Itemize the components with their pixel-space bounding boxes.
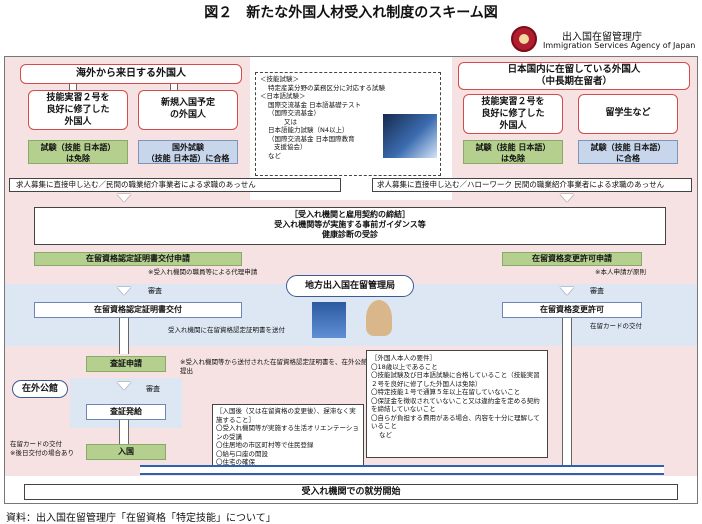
recruit-left: 求人募集に直接申し込む／民間の職業紹介事業者による求職のあっせん (9, 178, 341, 192)
change-permit-box: 在留資格変更許可 (502, 302, 642, 318)
bureau-building-icon (312, 302, 346, 338)
after-entry-item: 〇給与口座の開設 (216, 449, 268, 458)
requirements-item: 〇特定技能１号で通算５年以上在留していないこと (371, 388, 521, 396)
right-exam-box: 試験（技能 日本語） に合格 (578, 140, 678, 164)
jp-test-line: 日本語能力試験（N4以上） (268, 126, 349, 134)
agency-name-jp: 出入国在留管理庁 (562, 32, 642, 43)
right-box-trainee: 技能実習２号を 良好に修了した 外国人 (463, 94, 563, 134)
jp-test-line: 又は (284, 117, 297, 126)
review-label-embassy: 審査 (146, 385, 160, 393)
jp-test-line: （国際交流基金 日本国際教育 (268, 134, 355, 143)
requirements-box: ［外国人本人の要件］ 〇18歳以上であること 〇技能試験及び日本語試験に合格して… (366, 350, 548, 458)
entry-box: 入国 (86, 444, 166, 460)
card-issue-right: 在留カードの交付 (590, 322, 642, 330)
arrow-shaft (119, 420, 129, 444)
skill-test-heading: ＜技能試験＞ (260, 75, 299, 83)
review-label-left: 審査 (148, 287, 162, 295)
start-work-box: 受入れ機関での就労開始 (24, 484, 678, 500)
change-apply-note: ※本人申請が原則 (595, 268, 646, 276)
arrow-shaft (69, 84, 77, 90)
figure-title: 図２ 新たな外国人材受入れ制度のスキーム図 (204, 5, 498, 21)
arrow-shaft (170, 84, 178, 90)
contract-box: ［受入れ機関と雇用契約の締結］ 受入れ機関等が実施する事前ガイダンス等 健康診断… (34, 207, 666, 245)
coe-issue-box: 在留資格認定証明書交付 (34, 302, 242, 318)
left-box-new-entry: 新規入国予定 の外国人 (138, 90, 238, 130)
contract-line: 健康診断の受診 (322, 230, 378, 239)
arrow-down-icon (560, 194, 574, 202)
welder-photo-icon (383, 114, 437, 158)
visa-apply-box: 査証申請 (86, 356, 166, 372)
requirements-heading: ［外国人本人の要件］ (371, 354, 436, 362)
contract-line: 受入れ機関等が実施する事前ガイダンス等 (274, 220, 426, 229)
regional-bureau-label: 地方出入国在留管理局 (286, 275, 414, 297)
agency-name-en: Immigration Services Agency of Japan (543, 41, 696, 50)
coe-send-note: 受入れ機関に在留資格認定証明書を送付 (168, 326, 285, 334)
arrow-shaft (119, 318, 129, 354)
right-exempt-box: 試験（技能 日本語） は免除 (463, 140, 563, 164)
recruit-right: 求人募集に直接申し込む／ハローワーク 民間の職業紹介事業者による求職のあっせん (372, 178, 692, 192)
officer-icon (366, 300, 392, 336)
skill-test-line: 特定産業分野の業務区分に対応する試験 (268, 83, 385, 92)
arrow-shaft (562, 318, 572, 466)
left-overseas-exam-box: 国外試験 （技能 日本語）に合格 (138, 140, 238, 164)
card-issue-left: 在留カードの交付 (10, 440, 62, 448)
after-entry-item: 〇住居地の市区町村等で住民登録 (216, 441, 314, 449)
arrow-down-icon (117, 194, 131, 202)
left-box-trainee: 技能実習２号を 良好に修了した 外国人 (28, 90, 128, 130)
requirements-item: 〇自らが負担する費用がある場合、内容を十分に理解していること (371, 413, 540, 431)
visa-apply-note: ※受入れ機関等から送付された在留資格認定証明書を、在外公館へ提出 (180, 358, 374, 375)
jp-test-heading: ＜日本語試験＞ (260, 92, 306, 100)
jp-test-line: 支援協会） (274, 143, 307, 151)
after-entry-heading: ［入国後（又は在留資格の変更後）、遅滞なく実施すること］ (216, 407, 356, 424)
review-label-right: 審査 (590, 287, 604, 295)
arrow-down-icon (117, 287, 131, 295)
requirements-item: など (379, 430, 392, 439)
requirements-item: 〇技能試験及び日本語試験に合格していること（技能実習２号を良好に修了した外国人は… (371, 371, 540, 388)
requirements-item: 〇保証金を徴収されていないこと又は違約金を定める契約を締結していないこと (371, 396, 540, 414)
right-box-student: 留学生など (578, 94, 678, 134)
source-note: 資料：出入国在留管理庁「在留資格「特定技能」について」 (6, 513, 276, 524)
visa-issue-box: 査証発給 (86, 404, 166, 420)
embassy-label: 在外公館 (12, 380, 68, 398)
coe-apply-note: ※受入れ機関の職員等による代理申請 (148, 268, 258, 276)
after-entry-item: 〇住宅の確保 (216, 458, 255, 466)
after-entry-item: 〇受入れ機関等が実施する生活オリエンテーションの受講 (216, 424, 359, 441)
right-header: 日本国内に在留している外国人 （中長期在留者） (458, 62, 690, 90)
arrow-down-icon (117, 382, 131, 390)
jp-test-line: （国際交流基金） (268, 109, 320, 117)
after-entry-box: ［入国後（又は在留資格の変更後）、遅滞なく実施すること］ 〇受入れ機関等が実施す… (212, 404, 364, 475)
diagram-frame (4, 56, 698, 504)
change-apply-box: 在留資格変更許可申請 (502, 252, 642, 266)
agency-logo-icon (511, 26, 537, 52)
requirements-item: 〇18歳以上であること (371, 362, 438, 371)
coe-apply-box: 在留資格認定証明書交付申請 (34, 252, 242, 266)
contract-line: ［受入れ機関と雇用契約の締結］ (290, 210, 410, 219)
jp-test-line: 国際交流基金 日本語基礎テスト (268, 100, 362, 109)
flow-double-arrow (140, 465, 664, 475)
left-exempt-box: 試験（技能 日本語） は免除 (28, 140, 128, 164)
arrow-down-icon (560, 287, 574, 295)
card-issue-left-note: ※後日交付の場合あり (10, 449, 74, 457)
left-header: 海外から来日する外国人 (20, 64, 242, 84)
jp-test-line: など (268, 151, 281, 160)
